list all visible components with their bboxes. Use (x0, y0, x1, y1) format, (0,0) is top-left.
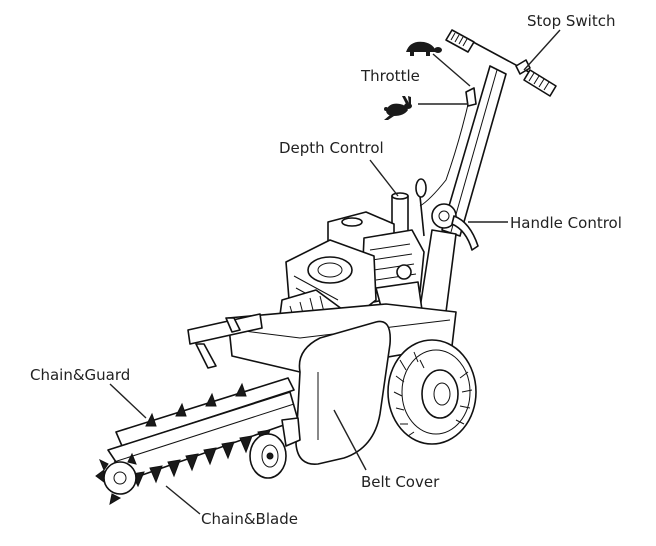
leader-throttle-slow (432, 53, 471, 87)
handle-bar (461, 35, 541, 79)
fuel-cap (341, 217, 363, 227)
chain-guard (115, 377, 295, 447)
label-chain-blade: Chain&Blade (201, 510, 298, 528)
caster-bracket (281, 417, 301, 447)
left-grip (445, 29, 475, 53)
front-wheel (249, 417, 301, 479)
handle-control-lever (451, 215, 479, 251)
recoil-starter (307, 256, 353, 284)
leader-stop-switch (523, 29, 561, 71)
throttle-cable (419, 95, 471, 207)
front-bar (187, 313, 263, 345)
rabbit-icon (384, 96, 412, 120)
depth-control-rod (419, 195, 425, 237)
stop-switch-lever (515, 59, 531, 75)
chain-teeth (131, 382, 271, 488)
throttle-lever (465, 87, 477, 107)
label-belt-cover: Belt Cover (361, 473, 440, 491)
boom-assembly (95, 377, 299, 506)
rear-hub (421, 369, 459, 419)
turtle-icon (406, 41, 442, 56)
right-grip (523, 69, 557, 97)
handle-assembly (419, 29, 557, 313)
label-depth-control: Depth Control (279, 139, 384, 157)
leader-depth-control (369, 159, 399, 197)
leader-lines (109, 29, 561, 515)
leader-belt-cover (333, 409, 367, 471)
label-stop-switch: Stop Switch (527, 12, 615, 30)
belt-cover (295, 320, 392, 465)
label-throttle: Throttle (360, 67, 420, 85)
handle-column (419, 229, 457, 313)
leader-chain-guard (109, 383, 147, 419)
depth-control-assembly (391, 178, 427, 237)
depth-control-knob (415, 178, 427, 198)
label-handle-control: Handle Control (510, 214, 622, 232)
rear-wheel (387, 339, 477, 445)
nose-sprocket (95, 452, 137, 506)
leader-chain-blade (165, 485, 201, 515)
label-chain-guard: Chain&Guard (30, 366, 130, 384)
